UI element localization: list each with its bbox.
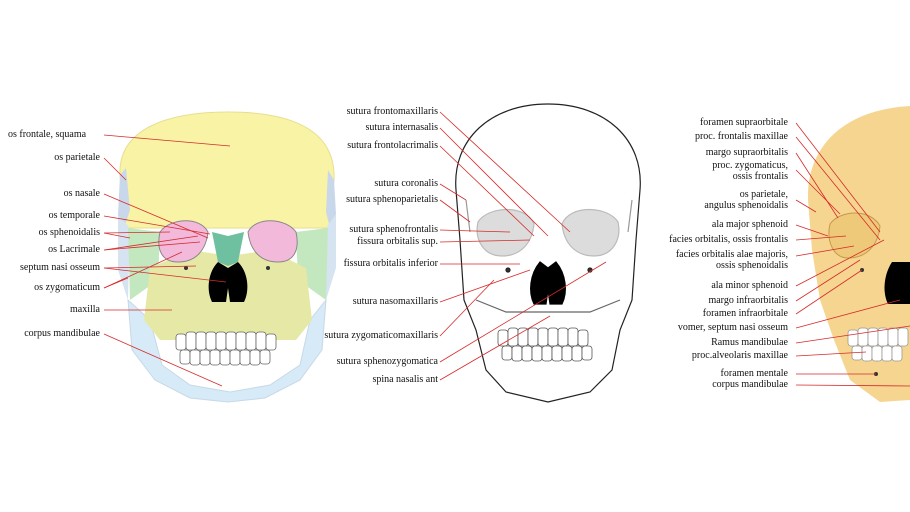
label-os-temporale: os temporale <box>48 210 100 221</box>
label-sutura-sphenofrontalis: sutura sphenofrontalis <box>349 224 438 235</box>
label-os-sphenoidalis: os sphenoidalis <box>38 227 100 238</box>
label-proc-zygomaticus: proc. zygomaticus, ossis frontalis <box>712 160 788 182</box>
label-maxilla: maxilla <box>70 304 100 315</box>
label-sutura-coronalis: sutura coronalis <box>374 178 438 189</box>
label-sutura-sphenoparietalis: sutura sphenoparietalis <box>346 194 438 205</box>
label-os-parietale: os parietale <box>54 152 100 163</box>
label-ala-major-sphenoid: ala major sphenoid <box>711 219 788 230</box>
right-nasal <box>884 262 910 304</box>
orbit-left <box>158 220 209 263</box>
label-fissura-orbitalis-inferior: fissura orbitalis inferior <box>343 258 438 269</box>
label-foramen-mentale: foramen mentale <box>720 368 788 379</box>
label-sutura-internasalis: sutura internasalis <box>365 122 438 133</box>
label-os-zygomaticum: os zygomaticum <box>34 282 100 293</box>
label-vomer-septum: vomer, septum nasi osseum <box>677 322 788 333</box>
frontal-region <box>119 111 335 229</box>
label-os-frontale: os frontale, squama <box>8 129 87 140</box>
label-foramen-infraorbitale: foramen infraorbitale <box>702 308 788 319</box>
label-os-lacrimale: os Lacrimale <box>48 244 100 255</box>
label-sutura-nasomaxillaris: sutura nasomaxillaris <box>352 296 438 307</box>
left-skull <box>118 111 336 403</box>
label-margo-supraorbitalis: margo supraorbitalis <box>705 147 788 158</box>
label-foramen-supraorbitale: foramen supraorbitale <box>699 117 788 128</box>
label-sutura-frontolacrimalis: sutura frontolacrimalis <box>347 140 438 151</box>
label-facies-orbitalis-frontalis: facies orbitalis, ossis frontalis <box>669 234 788 245</box>
label-os-parietale-angulus: os parietale, angulus sphenoidalis <box>704 189 788 211</box>
label-os-nasale: os nasale <box>63 188 100 199</box>
nasal-region <box>212 232 244 266</box>
nasal-cavity <box>208 262 248 302</box>
parietal-right <box>326 170 336 228</box>
middle-orbit-left <box>476 209 535 257</box>
label-facies-orbitalis-alae: facies orbitalis alae majoris, ossis sph… <box>675 249 788 271</box>
right-teeth <box>847 327 909 362</box>
label-proc-alveolaris-maxillae: proc.alveolaris maxillae <box>691 350 788 361</box>
label-sutura-sphenozygomatica: sutura sphenozygomatica <box>336 356 438 367</box>
label-ramus-mandibulae: Ramus mandibulae <box>711 337 788 348</box>
label-septum-nasi-osseum: septum nasi osseum <box>20 262 100 273</box>
leader-lines <box>103 111 910 387</box>
label-sutura-zygomaticomaxillaris: sutura zygomaticomaxillaris <box>324 330 438 341</box>
middle-skull <box>455 103 641 403</box>
label-sutura-frontomaxillaris: sutura frontomaxillaris <box>346 106 438 117</box>
label-proc-frontalis-maxillae: proc. frontalis maxillae <box>694 131 788 142</box>
label-margo-infraorbitalis: margo infraorbitalis <box>708 295 788 306</box>
middle-nasal-cavity <box>530 261 566 305</box>
temporal-left <box>118 215 130 300</box>
middle-orbit-right <box>561 209 620 257</box>
label-spina-nasalis-ant: spina nasalis ant <box>372 374 438 385</box>
label-corpus-mandibulae-left: corpus mandibulae <box>24 328 100 339</box>
label-corpus-mandibulae-right: corpus mandibulae <box>712 379 788 390</box>
middle-outline <box>455 103 641 403</box>
parietal-left <box>118 168 130 228</box>
label-ala-minor-sphenoid: ala minor sphenoid <box>711 280 788 291</box>
orbit-right <box>247 220 298 263</box>
temporal-right <box>326 214 336 300</box>
middle-teeth <box>497 327 593 362</box>
right-skull <box>807 106 910 402</box>
left-teeth <box>175 331 277 366</box>
maxilla-region <box>144 250 312 340</box>
label-fissura-orbitalis-sup: fissura orbitalis sup. <box>357 236 438 247</box>
